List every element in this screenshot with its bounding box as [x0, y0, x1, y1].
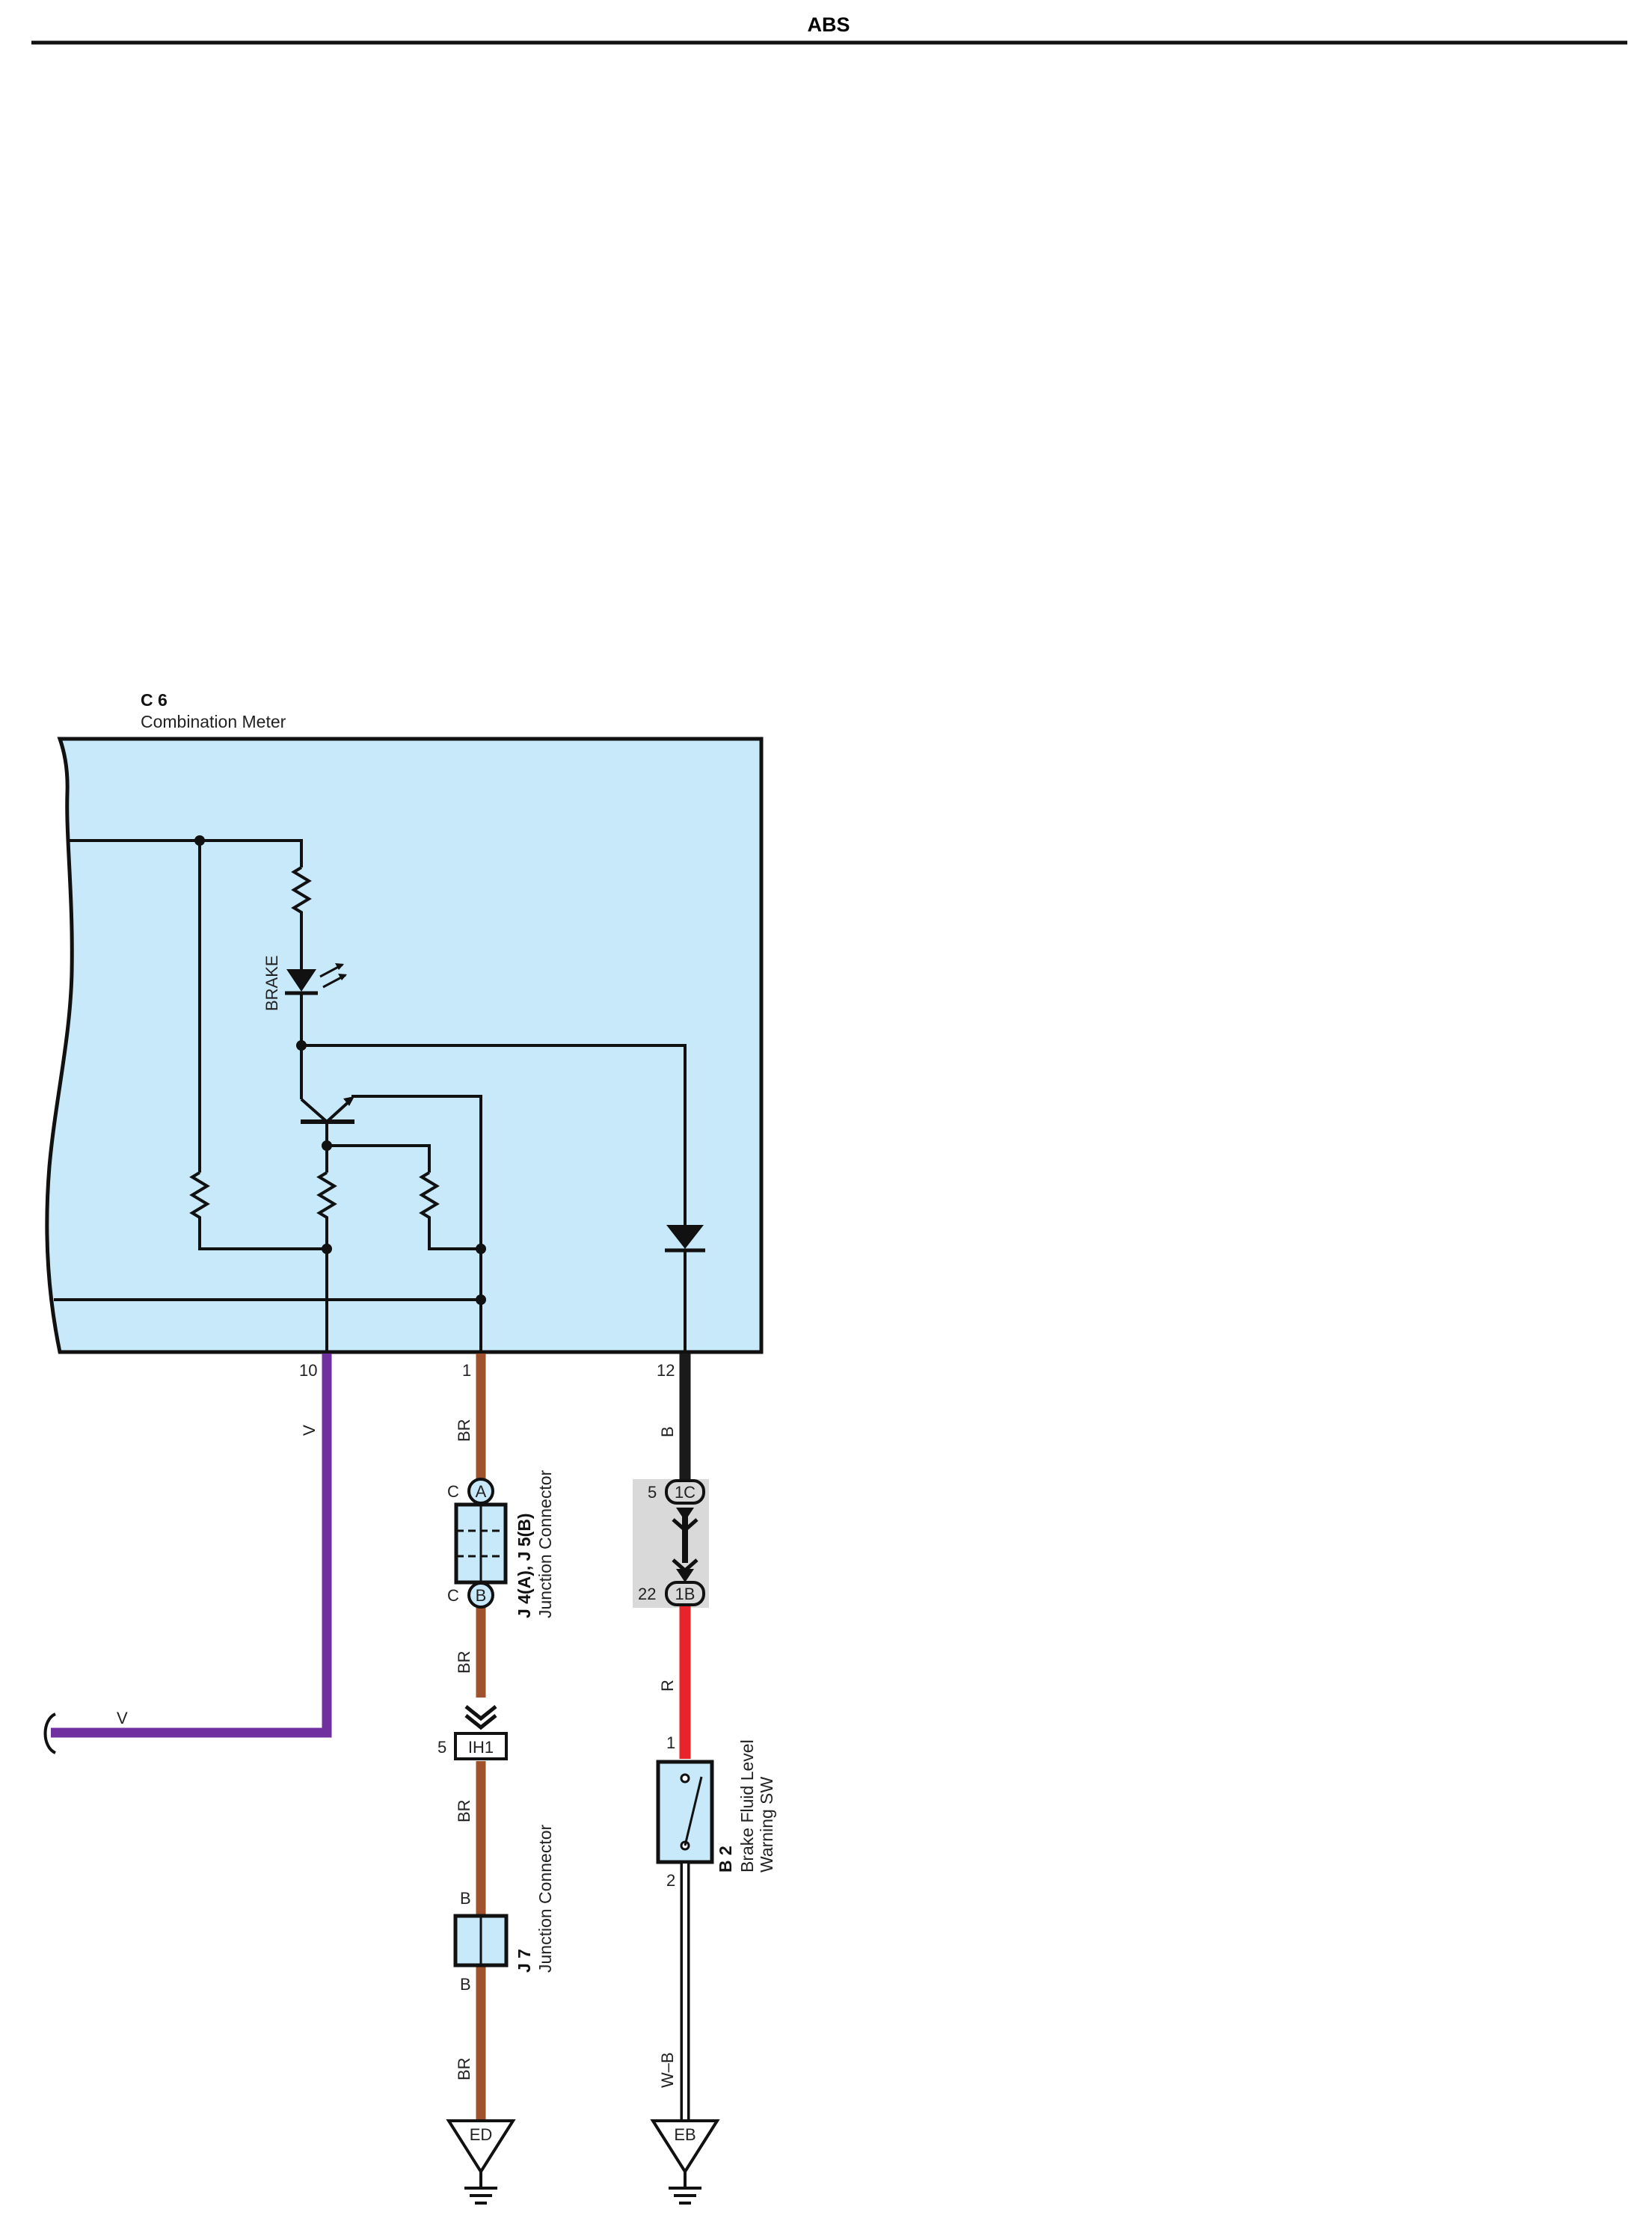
wire-label-br-1: BR: [455, 1419, 473, 1442]
j4-top-letter: C: [447, 1482, 459, 1501]
meter-pin-10: 10: [299, 1361, 317, 1380]
meter-name: Combination Meter: [141, 712, 286, 731]
j5-bottom-letter: C: [447, 1586, 459, 1605]
wire-b: B: [658, 1354, 691, 1482]
wire-wb: W–B: [658, 1864, 690, 2124]
j4-j5-name: Junction Connector: [535, 1469, 555, 1618]
junction-connector-j7: B B J 7 Junction Connector: [453, 1824, 555, 1994]
wire-r: R: [658, 1606, 691, 1759]
connector-1c-1b: 1C 5 1B 22: [633, 1479, 709, 1608]
wire-label-b: B: [658, 1426, 677, 1437]
wire-label-br-3: BR: [455, 1799, 473, 1822]
j7-code: J 7: [515, 1949, 534, 1973]
connector-1c-pin: 5: [648, 1483, 657, 1502]
wire-label-r: R: [658, 1680, 677, 1692]
ih1-label: IH1: [468, 1738, 494, 1757]
wire-v: V V: [43, 1354, 332, 1754]
j5-circle-b: B: [476, 1586, 487, 1605]
brake-indicator-label: BRAKE: [262, 955, 281, 1011]
ground-ed-label: ED: [470, 2125, 493, 2144]
meter-pin-12: 12: [657, 1361, 675, 1380]
meter-internal-circuit: BRAKE: [54, 835, 705, 1352]
page-title: ABS: [807, 13, 850, 36]
meter-pin-1: 1: [462, 1361, 471, 1380]
switch-name-line1: Brake Fluid Level: [737, 1739, 757, 1873]
connector-1b-label: 1B: [675, 1585, 696, 1603]
j4-circle-a: A: [476, 1482, 487, 1501]
j4-j5-code: J 4(A), J 5(B): [515, 1513, 534, 1618]
wire-label-v-upper: V: [300, 1425, 319, 1436]
connector-1c-label: 1C: [675, 1483, 696, 1502]
brake-fluid-level-switch-b2: 1 2 B 2 Brake Fluid Level Warning SW: [656, 1733, 776, 1890]
switch-pin-2: 2: [666, 1871, 675, 1890]
connector-1b-pin: 22: [638, 1585, 656, 1603]
wire-label-wb: W–B: [658, 2052, 677, 2088]
ground-ed: ED: [446, 2119, 516, 2205]
switch-name-line2: Warning SW: [757, 1776, 776, 1873]
j7-bottom-pin: B: [460, 1975, 471, 1994]
wire-label-v-left: V: [117, 1709, 128, 1727]
wire-label-br-2: BR: [455, 1650, 473, 1674]
meter-code: C 6: [141, 690, 168, 710]
switch-code: B 2: [716, 1846, 735, 1873]
ground-eb-label: EB: [674, 2125, 696, 2144]
j7-name: Junction Connector: [535, 1824, 555, 1973]
ground-eb: EB: [650, 2119, 720, 2205]
wire-label-br-4: BR: [455, 2057, 473, 2080]
connector-ih1: IH1 5: [437, 1705, 508, 1760]
switch-pin-1: 1: [666, 1733, 675, 1752]
ih1-pin: 5: [437, 1738, 446, 1757]
wire-br: BR BR BR BR: [455, 1354, 486, 2124]
j7-top-pin: B: [460, 1889, 471, 1908]
junction-connector-j4-j5: A C B C J 4(A), J 5(B) Junction Connecto…: [447, 1469, 555, 1618]
